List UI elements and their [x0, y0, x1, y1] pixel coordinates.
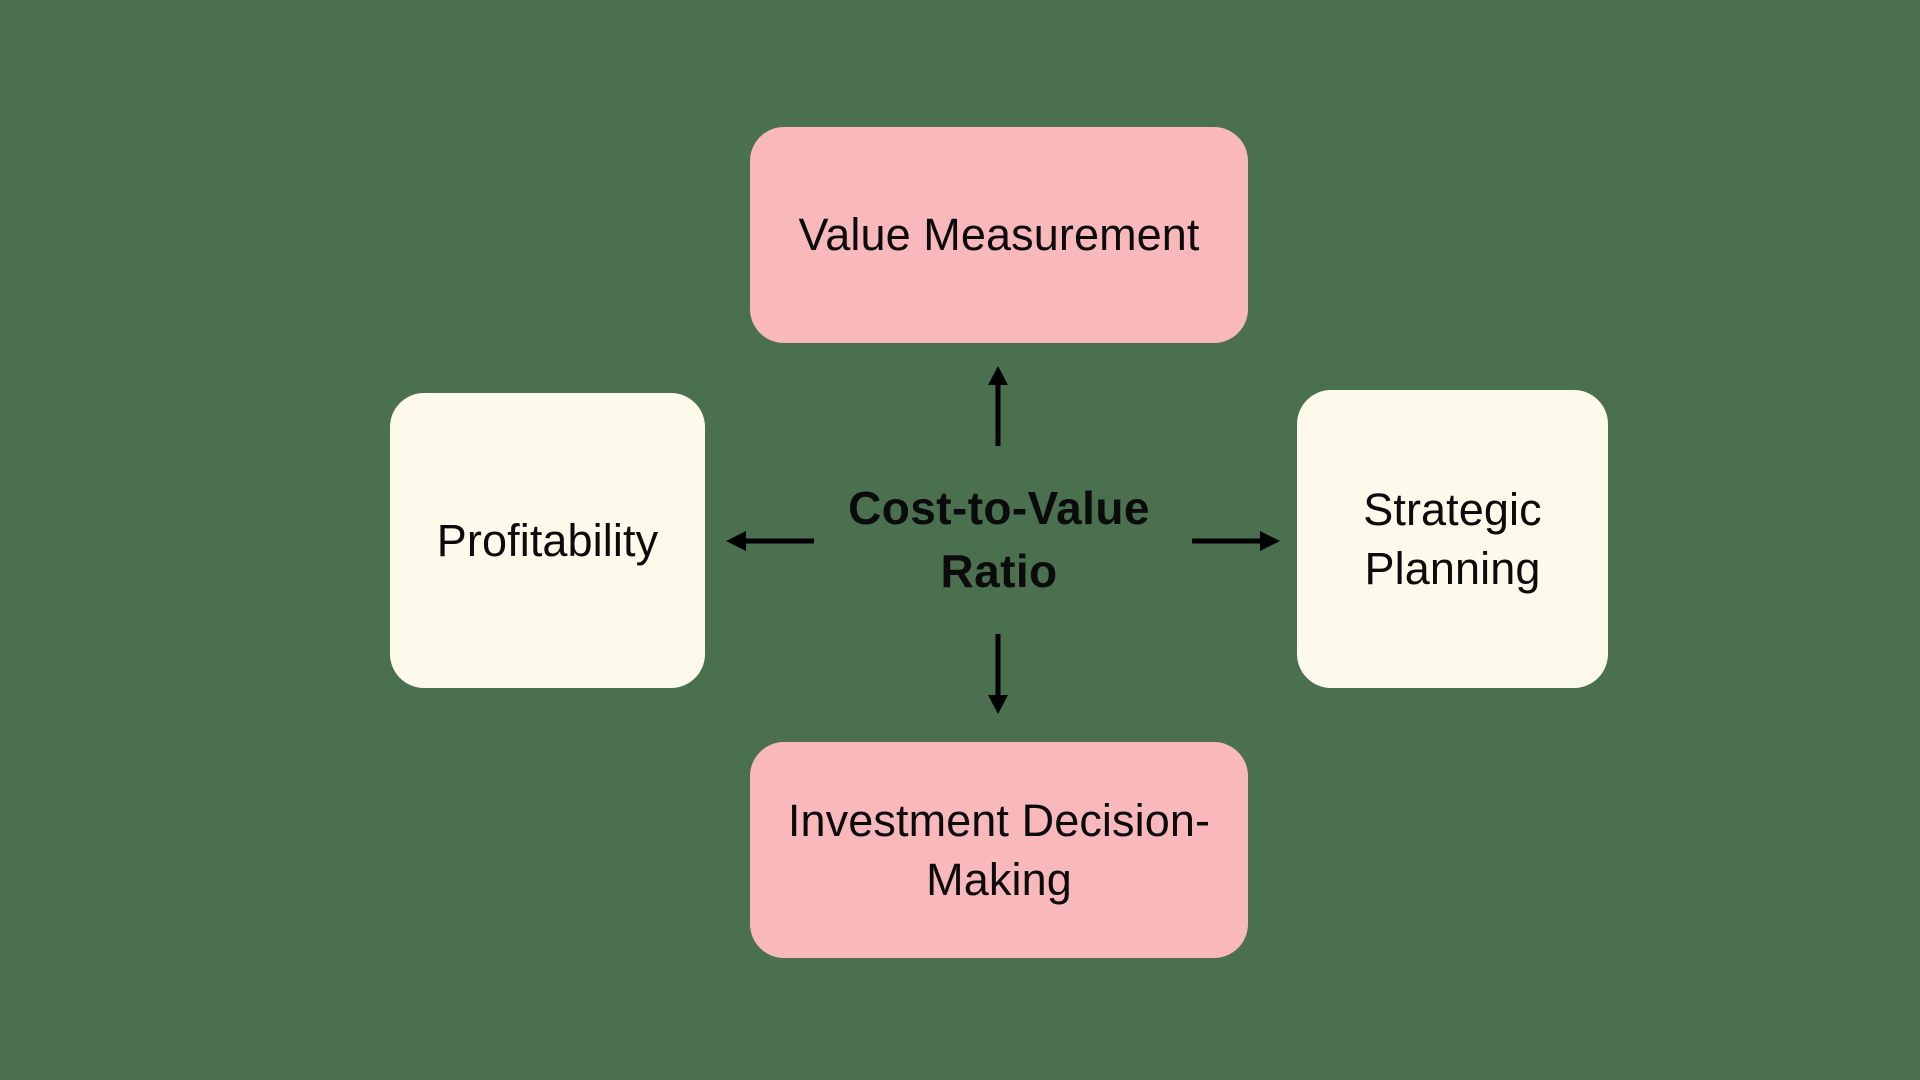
arrow-down-icon	[975, 634, 1021, 714]
arrow-right-icon	[1192, 518, 1280, 564]
arrow-up-icon	[975, 366, 1021, 446]
node-label-investment-decision-making: Investment Decision-Making	[787, 794, 1211, 905]
node-cost-to-value-ratio[interactable]: Cost-to-Value Ratio	[789, 462, 1209, 618]
node-label-cost-to-value-ratio: Cost-to-Value Ratio	[848, 481, 1150, 597]
node-label-profitability: Profitability	[436, 514, 659, 566]
arrow-left-icon	[726, 518, 814, 564]
node-profitability[interactable]: Profitability	[390, 393, 705, 688]
node-strategic-planning[interactable]: Strategic Planning	[1297, 390, 1608, 688]
node-value-measurement[interactable]: Value Measurement	[750, 127, 1248, 343]
node-label-strategic-planning: Strategic Planning	[1363, 483, 1542, 594]
node-investment-decision-making[interactable]: Investment Decision-Making	[750, 742, 1248, 958]
node-label-value-measurement: Value Measurement	[798, 209, 1200, 261]
